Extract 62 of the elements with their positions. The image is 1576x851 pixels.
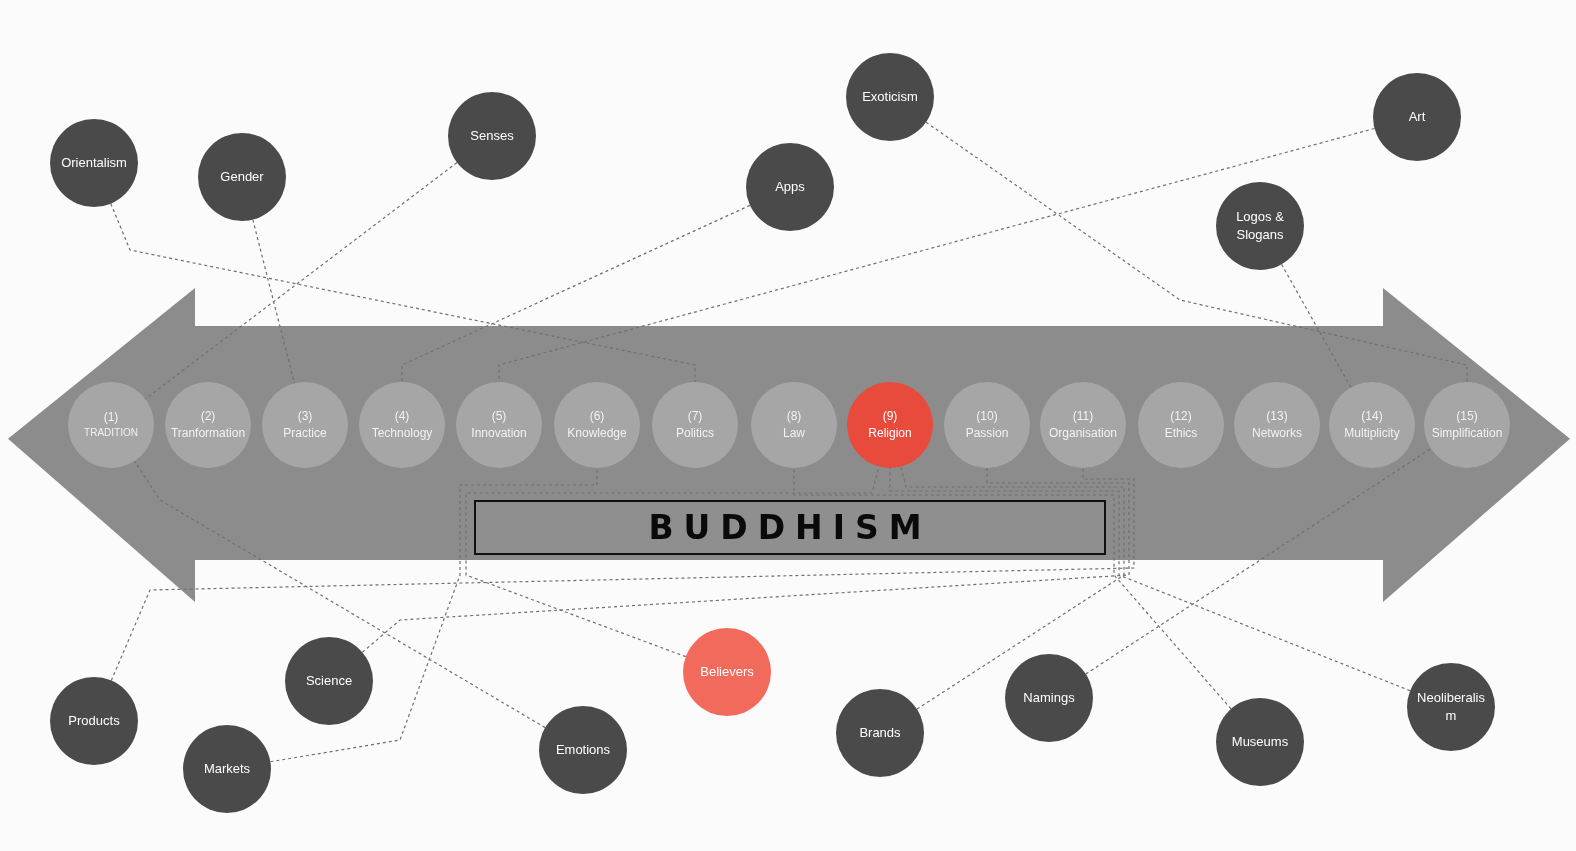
- topic-number: (15): [1456, 407, 1478, 425]
- circle-label: Gender: [220, 167, 264, 186]
- dashed-connector: [925, 121, 1468, 383]
- circle-label: Products: [68, 711, 120, 730]
- circle-label: Organisation: [1048, 425, 1117, 442]
- circle-label: Museums: [1231, 732, 1289, 751]
- circle-label: Tranformation: [170, 425, 246, 442]
- circle-label: Simplification: [1431, 425, 1503, 442]
- title-text: BUDDHISM: [648, 508, 932, 547]
- dashed-connector: [133, 460, 546, 729]
- title-box: [474, 500, 1106, 555]
- circle-label: Passion: [965, 425, 1009, 442]
- topic-number: (6): [589, 407, 605, 425]
- dashed-connector: [361, 467, 1130, 653]
- circle-label: Apps: [775, 177, 805, 196]
- dashed-connector: [401, 204, 751, 383]
- topic-number: (8): [786, 407, 802, 425]
- topic-number: (4): [394, 407, 410, 425]
- topic-number: (7): [687, 407, 703, 425]
- topic-number: (2): [200, 407, 216, 425]
- circle-label: Neoliberalism: [1416, 688, 1486, 725]
- topic-number: (11): [1072, 407, 1094, 425]
- circle-label: Science: [305, 671, 353, 690]
- circle-label: Technology: [371, 425, 433, 442]
- circle-label: Networks: [1252, 425, 1302, 442]
- topic-number: (13): [1266, 407, 1288, 425]
- circle-label: Ethics: [1164, 425, 1198, 442]
- dashed-connector: [110, 467, 1135, 682]
- circle-label: Emotions: [555, 740, 611, 759]
- circle-label: Multiplicity: [1344, 425, 1400, 442]
- dashed-connector: [269, 467, 598, 763]
- topic-number: (14): [1361, 407, 1383, 425]
- dashed-connector: [110, 203, 696, 383]
- circle-label: Believers: [700, 662, 754, 681]
- dashed-connector: [252, 219, 295, 384]
- topic-number: (9): [882, 407, 898, 425]
- topic-number: (12): [1170, 407, 1192, 425]
- circle-label: Logos & Slogans: [1235, 207, 1285, 244]
- circle-label: Politics: [676, 425, 714, 442]
- circle-label: Knowledge: [567, 425, 627, 442]
- circle-label: TRADITION: [84, 426, 138, 441]
- topic-number: (3): [297, 407, 313, 425]
- circle-label: Religion: [868, 425, 912, 442]
- topic-number: (1): [103, 409, 119, 427]
- circle-label: Law: [783, 425, 805, 442]
- topic-number: (10): [976, 407, 998, 425]
- circle-label: Innovation: [471, 425, 527, 442]
- circle-label: Practice: [283, 425, 327, 442]
- topic-number: (5): [491, 407, 507, 425]
- dashed-connector: [1281, 263, 1352, 389]
- circle-label: Brands: [859, 723, 901, 742]
- circle-label: Namings: [1023, 688, 1075, 707]
- circle-label: Orientalism: [61, 153, 127, 172]
- circle-label: Markets: [203, 759, 251, 778]
- dashed-connector: [900, 466, 1125, 710]
- dashed-connector: [889, 467, 1411, 692]
- circle-label: Exoticism: [862, 87, 918, 106]
- circle-label: Art: [1408, 107, 1426, 126]
- dashed-connector: [144, 162, 458, 400]
- dashed-connector: [793, 467, 1232, 710]
- circle-label: Senses: [470, 126, 514, 145]
- dashed-connector: [1085, 447, 1432, 675]
